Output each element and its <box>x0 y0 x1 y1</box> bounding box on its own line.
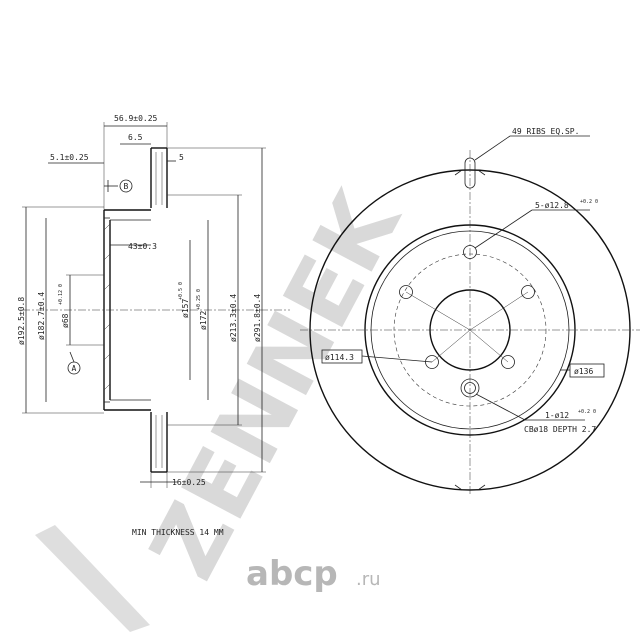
dia-172-dim: ø172 <box>199 311 208 330</box>
disc-thickness-dim: 16±0.25 <box>172 478 206 487</box>
hole-circle-label: ø136 <box>574 367 593 376</box>
dia-192-dim: ø192.5±0.8 <box>17 297 26 345</box>
watermark-chevron <box>35 525 150 632</box>
flange-thickness-dim: 5 <box>179 153 184 162</box>
dia-291-dim: ø291.8±0.4 <box>253 294 262 342</box>
hat-step-dim: 6.5 <box>128 133 143 142</box>
datum-a-label: A <box>72 364 77 373</box>
locating-hole-tol: +0.2 0 <box>578 409 596 415</box>
bolt-hole <box>425 355 439 369</box>
bolt-holes-note: 5-ø12.8 <box>535 201 569 210</box>
bolt-hole <box>399 285 413 299</box>
locating-hole <box>460 378 480 398</box>
hat-depth-dim: 43±0.3 <box>128 242 157 251</box>
ribs-note: 49 RIBS EQ.SP. <box>512 127 579 136</box>
bolt-hole <box>521 285 535 299</box>
dia-172-tol: +0.25 0 <box>196 289 202 310</box>
bolt-holes-tol: +0.2 0 <box>580 199 598 205</box>
pcd-label: ø114.3 <box>325 353 354 362</box>
counterbore-note: CBø18 DEPTH 2.7 <box>524 425 596 434</box>
brand-name: abcp <box>246 554 338 594</box>
dia-68-tol: +0.12 0 <box>58 284 64 305</box>
overall-width-dim: 56.9±0.25 <box>114 114 158 123</box>
dia-182-dim: ø182.7±0.4 <box>37 292 46 340</box>
front-view: 49 RIBS EQ.SP. 5-ø12.8 +0.2 0 ø114.3 ø13… <box>300 127 640 495</box>
bolt-hole <box>501 355 515 369</box>
dia-213-dim: ø213.3±0.4 <box>229 294 238 342</box>
locating-hole-note: 1-ø12 <box>545 411 569 420</box>
bolt-hole <box>463 245 477 259</box>
brand-logo: abcp .ru <box>246 554 381 594</box>
dia-157-tol: +0.5 0 <box>178 282 184 300</box>
brand-tld: .ru <box>356 569 381 590</box>
datum-b-label: B <box>124 182 129 191</box>
side-view: 56.9±0.25 6.5 5.1±0.25 5 B 43±0.3 16±0.2… <box>17 114 290 488</box>
dia-68-dim: ø68 <box>61 313 70 328</box>
min-thickness-note: MIN THICKNESS 14 MM <box>132 528 224 537</box>
flange-offset-dim: 5.1±0.25 <box>50 153 89 162</box>
dia-157-dim: ø157 <box>181 299 190 318</box>
